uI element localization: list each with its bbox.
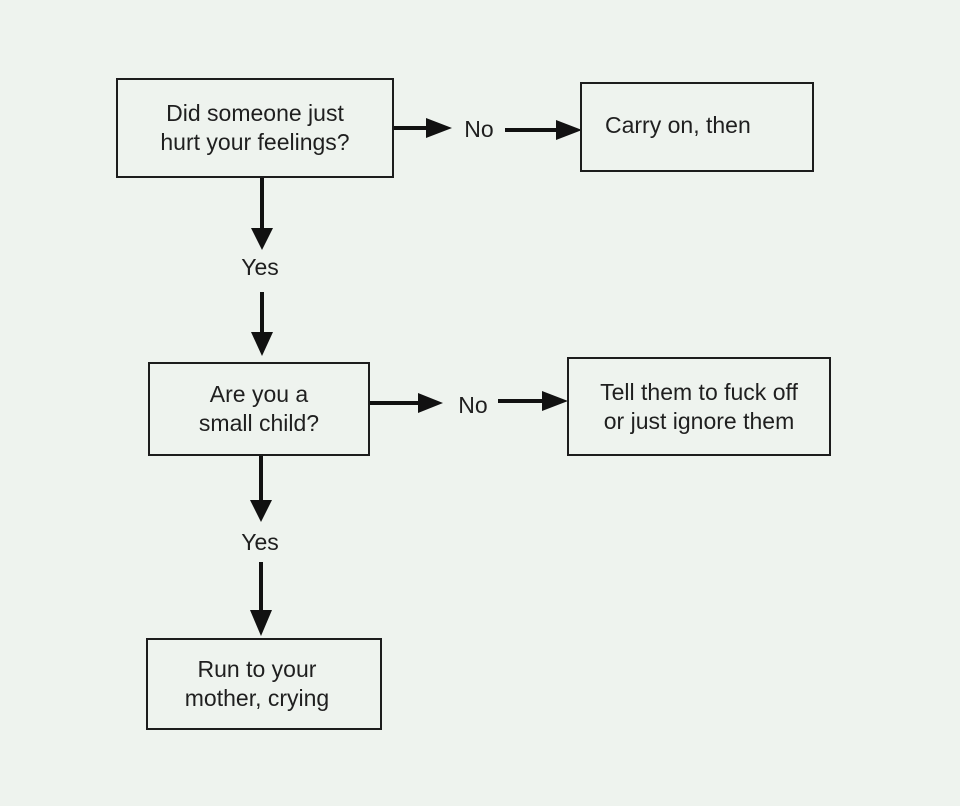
arrowhead-tell-off	[542, 391, 568, 411]
edge-label-q2-yes: Yes	[241, 529, 279, 555]
arrowhead-q2-no	[418, 393, 443, 413]
arrowhead-q1-no	[426, 118, 452, 138]
node-tell-them-off: Tell them to fuck off or just ignore the…	[567, 357, 831, 456]
edge-label-q1-yes: Yes	[241, 254, 279, 280]
arrowhead-q2-yes	[250, 500, 272, 522]
arrowhead-carry-on	[556, 120, 582, 140]
arrowhead-run	[250, 610, 272, 636]
node-run-to-mother: Run to your mother, crying	[146, 638, 382, 730]
edge-label-q2-no: No	[458, 392, 488, 418]
arrowhead-q1-yes	[251, 228, 273, 250]
node-small-child-question: Are you a small child?	[148, 362, 370, 456]
edge-label-q1-no: No	[464, 116, 494, 142]
arrowhead-q2	[251, 332, 273, 356]
node-hurt-feelings-question: Did someone just hurt your feelings?	[116, 78, 394, 178]
node-carry-on: Carry on, then	[580, 82, 814, 172]
